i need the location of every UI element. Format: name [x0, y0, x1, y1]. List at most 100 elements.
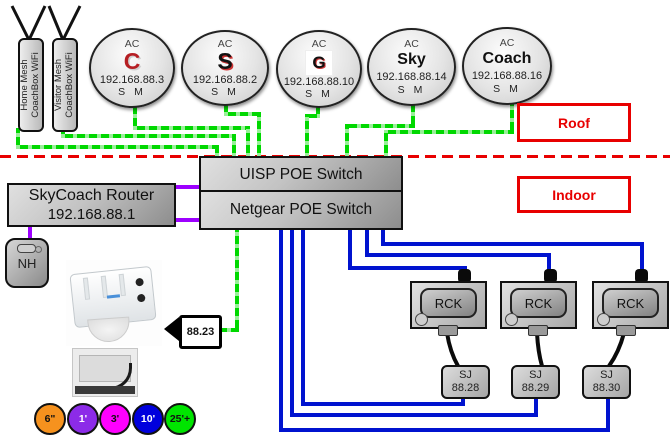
cable-ap2-h: [224, 112, 261, 116]
cable-router-netgear: [172, 218, 199, 222]
rck3-port-icon: [616, 325, 636, 336]
ap1-brand-icon: C: [123, 48, 141, 75]
sj3-ip: 88.30: [592, 382, 621, 394]
router-ip: 192.168.88.1: [47, 205, 136, 223]
device-photo-internal: [72, 348, 138, 397]
ap-node-3: AC G 192.168.88.10 S M: [276, 30, 362, 108]
cable-sj3-rise: [606, 394, 610, 430]
legend-6in: 6": [34, 403, 66, 435]
legend-25ft: 25'+: [164, 403, 196, 435]
cable-ap1-h: [133, 126, 250, 130]
cable-rck3-h: [381, 242, 644, 246]
cable-ap1-drop: [246, 126, 250, 157]
ap3-brand-icon: G: [305, 49, 333, 76]
cable-rck3-drop: [640, 242, 644, 278]
sj2-ip: 88.29: [521, 382, 550, 394]
cable-ap4-drop: [345, 124, 349, 157]
ap-node-sky: AC Sky 192.168.88.14 S M: [367, 28, 456, 106]
cable-ap4-h: [345, 124, 415, 128]
cable-ap4-v: [411, 97, 415, 128]
router-name: SkyCoach Router: [28, 187, 155, 205]
rck-to-sj-cables: [445, 332, 626, 368]
cable-ap5-v: [510, 99, 514, 134]
camera-node: 88.23: [179, 315, 222, 349]
ap5-ip: 192.168.88.16: [471, 69, 543, 82]
cable-sj3-h: [279, 428, 610, 432]
brand-strip: [106, 294, 121, 299]
sj-unit-1: SJ 88.28: [441, 365, 490, 399]
cable-ap1-v: [133, 101, 137, 130]
ap2-ip: 192.168.88.2: [192, 73, 258, 86]
ap5-name: Coach: [482, 50, 532, 68]
sj-unit-2: SJ 88.29: [511, 365, 560, 399]
cable-sj1-rise: [461, 394, 465, 404]
cable-sj2-v: [290, 226, 294, 417]
rck1-antenna-connector-icon: [458, 269, 471, 283]
cable-rck2-v: [365, 226, 369, 257]
rck-unit-3: RCK: [592, 281, 669, 329]
sj1-ip: 88.28: [451, 382, 480, 394]
skycoach-router: SkyCoach Router 192.168.88.1: [7, 183, 176, 227]
indoor-zone-label: Indoor: [517, 176, 631, 213]
ap4-name: Sky: [397, 51, 426, 69]
cable-rck3-v: [381, 226, 385, 246]
ap-node-2: AC S 192.168.88.2 S M: [181, 30, 269, 106]
camera-ip: 88.23: [186, 326, 215, 338]
nh-dot-icon: [35, 246, 42, 253]
cable-router-nh: [28, 223, 32, 240]
cable-sj1-v: [301, 226, 305, 406]
rck1-port-icon: [438, 325, 458, 336]
rck1-knob-icon: [415, 313, 428, 326]
cable-rck1-h: [348, 266, 467, 270]
home-mesh-wifi-label: Home Mesh CoachBox WiFi: [19, 52, 41, 118]
netgear-poe-switch: Netgear POE Switch: [199, 190, 403, 230]
cable-ap3-v: [316, 99, 320, 118]
enclosure-dome: [87, 316, 131, 344]
rck-unit-1: RCK: [410, 281, 487, 329]
visitor-mesh-wifi-label: Visitor Mesh CoachBox WiFi: [53, 52, 75, 118]
cable-home-mesh-v: [16, 128, 20, 149]
camera-lens-icon: [164, 317, 179, 341]
cable-home-mesh-h: [16, 145, 219, 149]
cable-sj2-h: [290, 413, 538, 417]
cable-visitor-mesh-drop: [232, 134, 236, 157]
internal-bar: [75, 386, 135, 394]
rck-unit-2: RCK: [500, 281, 577, 329]
cable-visitor-mesh-v: [61, 126, 65, 138]
nh-unit: NH: [5, 238, 49, 288]
ap4-ip: 192.168.88.14: [376, 70, 447, 83]
rck2-knob-icon: [505, 313, 518, 326]
cable-rck2-h: [365, 253, 551, 257]
usb-port-icon: [17, 244, 36, 253]
device-photo-front: [66, 260, 162, 346]
ap1-ip: 192.168.88.3: [99, 73, 165, 86]
ap-node-1: AC C 192.168.88.3 S M: [89, 28, 175, 108]
uisp-poe-switch: UISP POE Switch: [199, 156, 403, 194]
cable-sj3-v: [279, 226, 283, 432]
home-mesh-wifi-unit: Home Mesh CoachBox WiFi: [18, 38, 44, 132]
ap3-ip: 192.168.88.10: [283, 75, 355, 88]
legend-1ft: 1': [67, 403, 99, 435]
cable-ap3-drop: [305, 114, 309, 157]
cable-camera-v: [235, 226, 239, 332]
cable-visitor-mesh-h: [61, 134, 236, 138]
rck2-antenna-connector-icon: [544, 269, 557, 283]
ap2-brand-icon: S: [217, 48, 233, 75]
roof-zone-label: Roof: [517, 103, 631, 142]
cable-camera-h: [215, 328, 239, 332]
cable-ap2-v: [224, 99, 228, 116]
cable-rck2-drop: [547, 253, 551, 278]
cable-ap2-drop: [257, 112, 261, 157]
legend-3ft: 3': [99, 403, 131, 435]
rck3-knob-icon: [597, 313, 610, 326]
cable-ap5-h: [384, 130, 514, 134]
cable-rck1-v: [348, 226, 352, 270]
ap-node-coach: AC Coach 192.168.88.16 S M: [462, 27, 552, 105]
cable-router-uisp: [172, 185, 199, 189]
sj-unit-3: SJ 88.30: [582, 365, 631, 399]
visitor-mesh-wifi-unit: Visitor Mesh CoachBox WiFi: [52, 38, 78, 132]
cable-home-mesh-drop: [215, 145, 219, 157]
cable-ap3-h: [305, 114, 320, 118]
rck3-antenna-connector-icon: [635, 269, 648, 283]
